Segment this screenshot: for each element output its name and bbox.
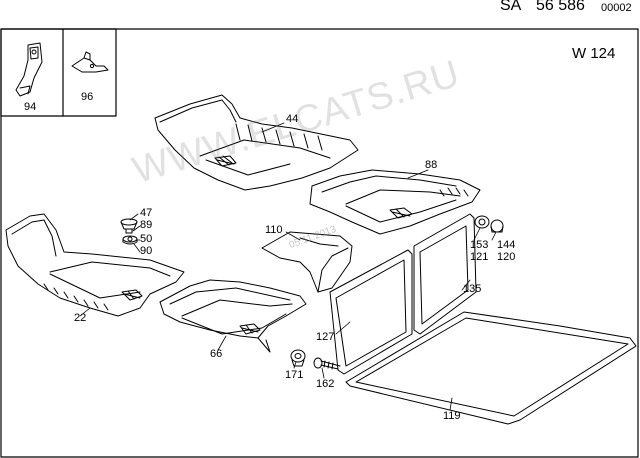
part-22-left-floor-mat bbox=[5, 213, 185, 317]
part-label-47[interactable]: 47 bbox=[140, 207, 153, 219]
part-label-119[interactable]: 119 bbox=[443, 410, 461, 422]
header-sheet-number: 00002 bbox=[601, 2, 632, 14]
part-144-120-cap bbox=[490, 219, 504, 233]
part-label-153[interactable]: 153 bbox=[470, 239, 489, 251]
part-label-88[interactable]: 88 bbox=[425, 159, 438, 171]
diagram-frame bbox=[0, 28, 639, 458]
part-label-144[interactable]: 144 bbox=[497, 239, 516, 251]
part-162-screw bbox=[313, 357, 341, 370]
part-label-44[interactable]: 44 bbox=[286, 113, 299, 125]
part-94-bracket bbox=[15, 42, 43, 97]
part-66-rear-floor-mat bbox=[159, 279, 307, 353]
header-prefix: SA bbox=[500, 0, 522, 14]
part-label-50[interactable]: 50 bbox=[140, 233, 153, 245]
part-label-90[interactable]: 90 bbox=[140, 245, 153, 257]
part-label-110[interactable]: 110 bbox=[265, 224, 283, 236]
part-label-96[interactable]: 96 bbox=[81, 91, 94, 103]
part-label-66[interactable]: 66 bbox=[210, 348, 223, 360]
part-label-135[interactable]: 135 bbox=[463, 283, 482, 295]
part-50-90-fastener bbox=[122, 235, 138, 245]
part-label-89[interactable]: 89 bbox=[140, 219, 153, 231]
leader-lines bbox=[79, 122, 497, 411]
part-label-121[interactable]: 121 bbox=[470, 251, 489, 263]
part-135-rear-panel bbox=[413, 213, 477, 335]
inset-box bbox=[0, 28, 117, 117]
part-47-89-fastener bbox=[120, 218, 138, 234]
part-label-120[interactable]: 120 bbox=[497, 251, 516, 263]
part-label-162[interactable]: 162 bbox=[316, 378, 335, 390]
part-44-front-floor-mat bbox=[154, 94, 359, 191]
header-diagram-number: 56 586 bbox=[536, 0, 585, 14]
part-label-22[interactable]: 22 bbox=[74, 312, 87, 324]
part-label-171[interactable]: 171 bbox=[285, 369, 304, 381]
part-119-trunk-mat bbox=[345, 311, 637, 425]
part-153-121-nut bbox=[474, 215, 490, 229]
part-label-94[interactable]: 94 bbox=[24, 101, 37, 113]
part-127-center-panel bbox=[329, 249, 413, 375]
part-171-clip bbox=[290, 349, 306, 367]
part-88-rear-floor-mat bbox=[309, 169, 481, 235]
model-label: W 124 bbox=[572, 45, 616, 62]
part-110-tunnel-cover bbox=[261, 231, 353, 293]
part-96-clip bbox=[71, 51, 109, 73]
part-label-127[interactable]: 127 bbox=[316, 331, 335, 343]
